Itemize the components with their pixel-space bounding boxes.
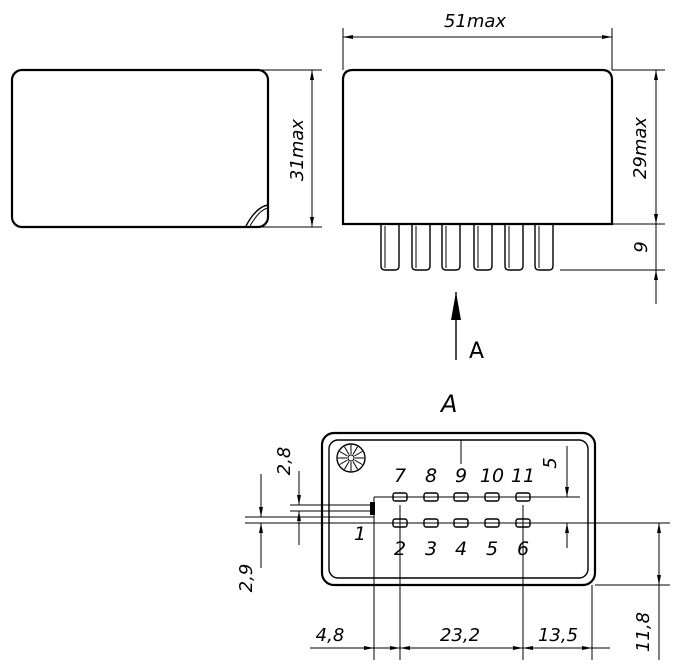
- dim-label-4-8: 4,8: [316, 625, 345, 646]
- dim-label-11-8: 11,8: [633, 612, 654, 652]
- dim-label-2-8: 2,8: [274, 447, 295, 476]
- front-view: 51max 29max 9 A: [341, 11, 665, 364]
- dim-label-5: 5: [540, 457, 561, 468]
- front-pin: [504, 224, 524, 271]
- front-pin: [380, 224, 400, 271]
- dim-label-23-2: 23,2: [440, 625, 480, 646]
- key-marker-icon: [336, 443, 366, 473]
- pin-number-bottom: 4: [455, 538, 467, 560]
- pin-number-bottom: 6: [517, 538, 529, 560]
- front-pin: [441, 224, 461, 271]
- view-arrow-label: A: [469, 339, 484, 364]
- pin-number-top: 8: [425, 465, 437, 487]
- bottom-pins: [392, 492, 531, 528]
- pin-number-top: 11: [511, 465, 535, 487]
- front-pin: [411, 224, 431, 271]
- dim-label-9: 9: [631, 241, 652, 252]
- pin-number-bottom: 1: [354, 523, 366, 545]
- pin-number-top: 7: [394, 465, 406, 487]
- pin-number-top: 10: [480, 465, 504, 487]
- view-arrow: [451, 292, 461, 320]
- pin-number-bottom: 5: [486, 538, 498, 560]
- pin-number-top: 9: [455, 465, 467, 487]
- front-pins: [380, 224, 554, 271]
- view-label: A: [439, 390, 457, 418]
- pin-number-bottom: 3: [425, 538, 437, 560]
- pin-number-bottom: 2: [394, 538, 406, 560]
- dim-label-13-5: 13,5: [538, 625, 578, 646]
- pin-1-marker: [370, 502, 375, 515]
- side-view: 31max: [10, 68, 322, 229]
- front-pin: [473, 224, 493, 271]
- dim-label-31max: 31max: [287, 119, 308, 181]
- corner-chamfer: [245, 204, 269, 227]
- dim-label-51max: 51max: [444, 11, 506, 32]
- dim-label-29max: 29max: [630, 117, 651, 179]
- front-pin: [534, 224, 554, 271]
- dim-label-2-9: 2,9: [236, 564, 257, 593]
